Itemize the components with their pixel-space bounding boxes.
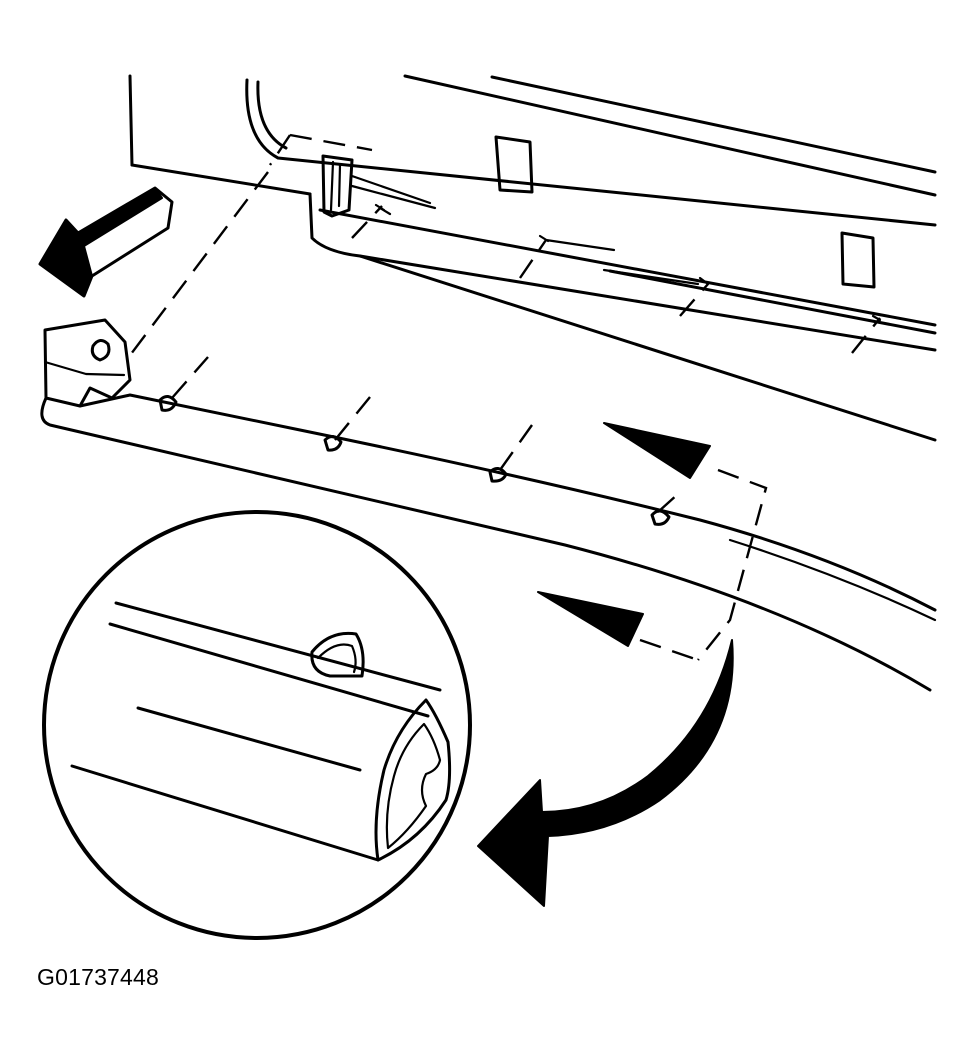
rocker-molding (40, 318, 937, 692)
direction-arrow-icon (38, 186, 174, 298)
body-panel (128, 74, 937, 442)
body-holes (494, 135, 876, 289)
detail-view-circle (42, 510, 472, 940)
insert-direction-arrows (537, 422, 711, 647)
detail-callout-box (639, 468, 768, 662)
alignment-lines (124, 171, 881, 513)
body-retainer-marks (374, 203, 882, 322)
figure-id-label: G01737448 (37, 964, 160, 990)
curved-arrow-icon (477, 639, 734, 907)
